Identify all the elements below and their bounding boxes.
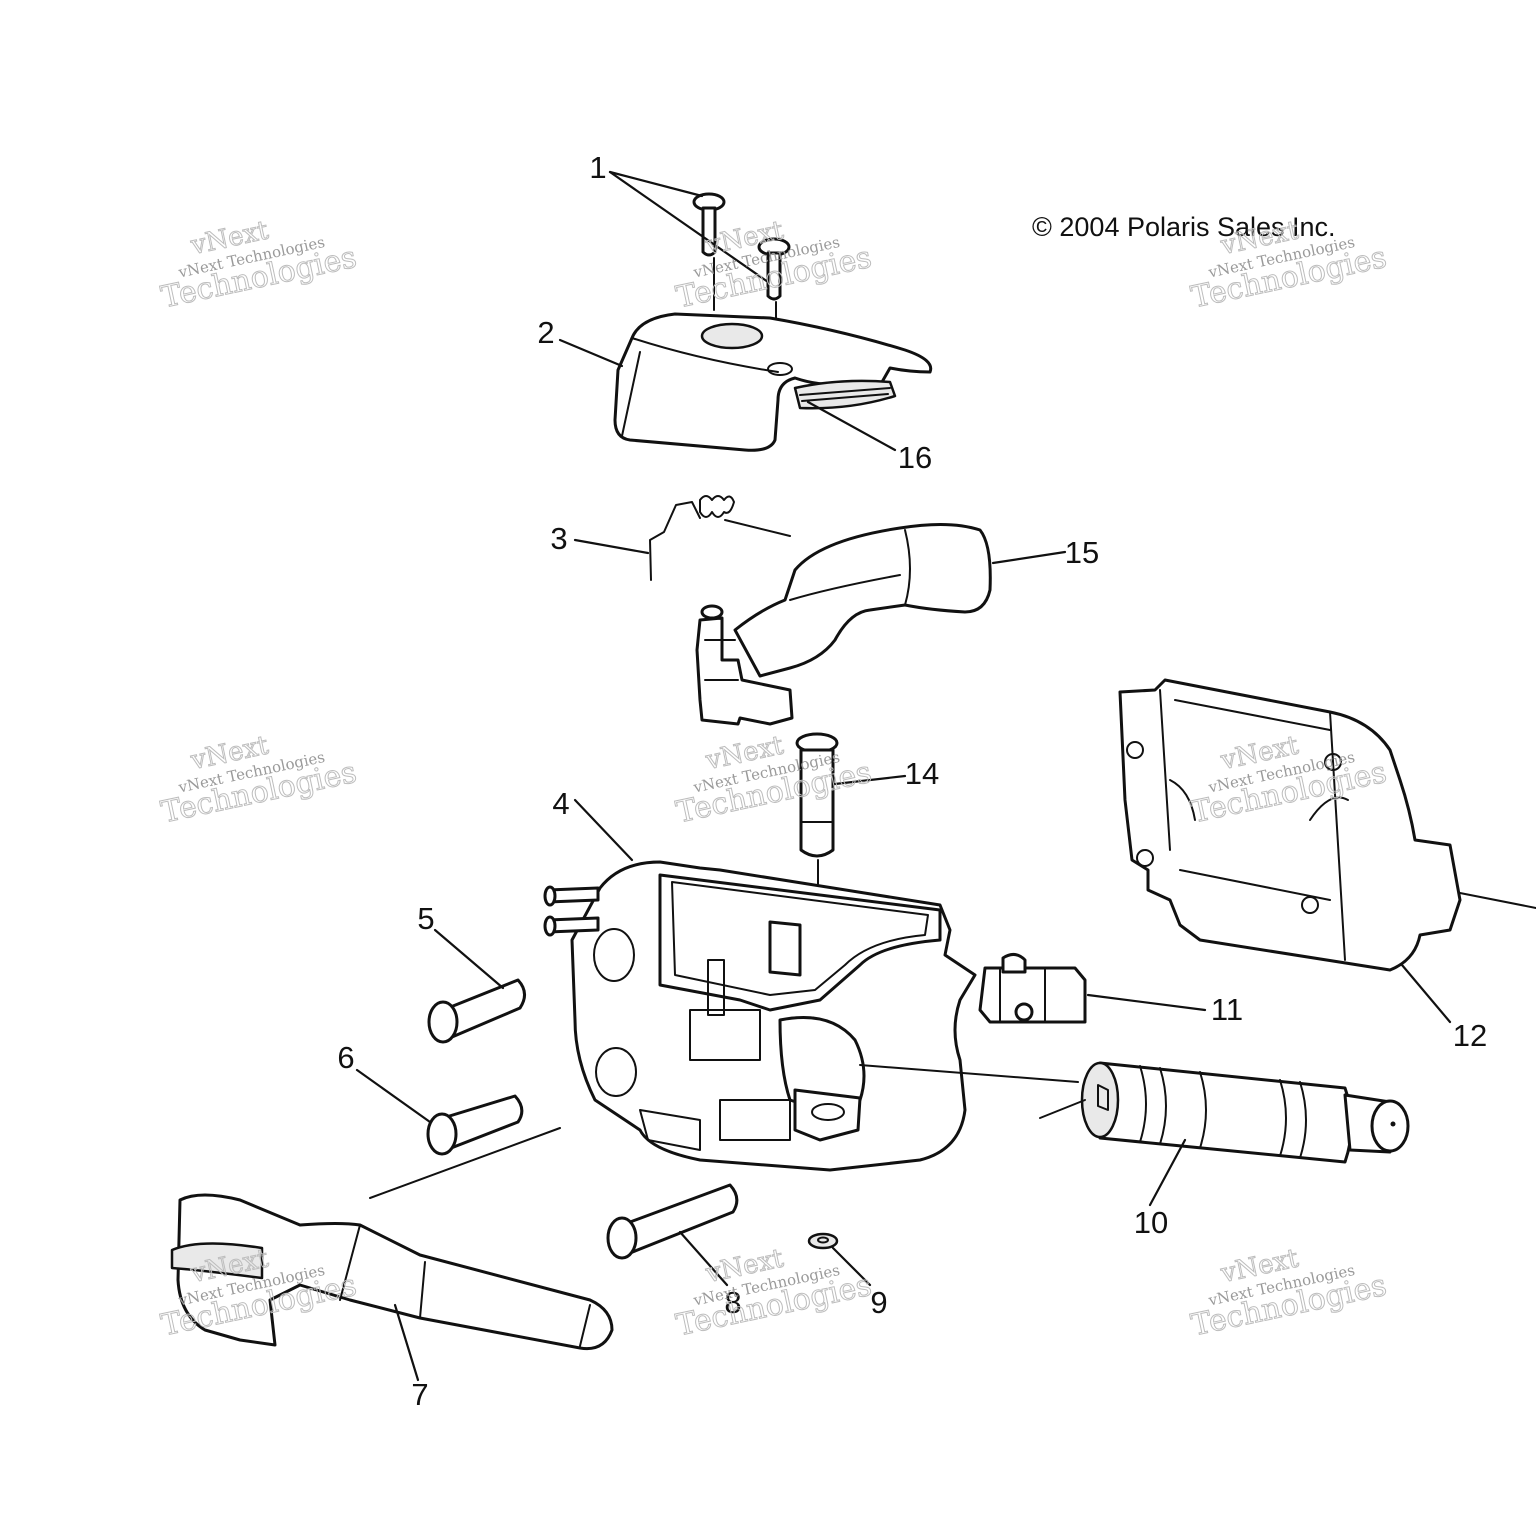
part-12-rear-housing [1118,678,1536,972]
callout-9: 9 [870,1285,887,1320]
watermark-5: vNext vNext Technologies Technologies [673,730,875,831]
callout-12: 12 [1453,1018,1487,1053]
part-10-tube [1039,1061,1410,1164]
part-2-top-cover [613,312,933,452]
watermark-1: vNext vNext Technologies Technologies [158,215,360,316]
callout-4: 4 [552,786,569,821]
part-9-washer [807,1232,839,1250]
callout-10: 10 [1134,1205,1168,1240]
part-8-pin [606,1183,739,1260]
part-11-switch [978,953,1087,1024]
callout-2: 2 [537,315,554,350]
part-3-spring [649,495,791,581]
watermark-8: vNext vNext Technologies Technologies [673,1243,875,1344]
part-6-pin [426,1094,524,1156]
callout-1: 1 [589,150,606,185]
leader-lines [355,170,1452,1382]
watermark-4: vNext vNext Technologies Technologies [158,730,360,831]
watermark-9: vNext vNext Technologies Technologies [1188,1243,1390,1344]
part-16-pad [793,379,897,410]
part-4-housing [543,860,1079,1172]
part-7-brake-lever [170,1127,614,1351]
callout-16: 16 [898,440,932,475]
callout-11: 11 [1211,992,1243,1027]
callout-5: 5 [417,901,434,936]
callout-8: 8 [724,1285,741,1320]
part-5-pin [427,978,526,1044]
callout-labels: 1 2 3 4 5 6 7 8 9 10 11 12 14 15 16 [337,150,1487,1412]
part-15-throttle-lever [695,522,992,726]
callout-3: 3 [550,521,567,556]
callout-7: 7 [411,1377,428,1412]
callout-15: 15 [1065,535,1099,570]
copyright-notice: © 2004 Polaris Sales Inc. [1032,212,1336,242]
callout-6: 6 [337,1040,354,1075]
callout-14: 14 [905,756,939,791]
